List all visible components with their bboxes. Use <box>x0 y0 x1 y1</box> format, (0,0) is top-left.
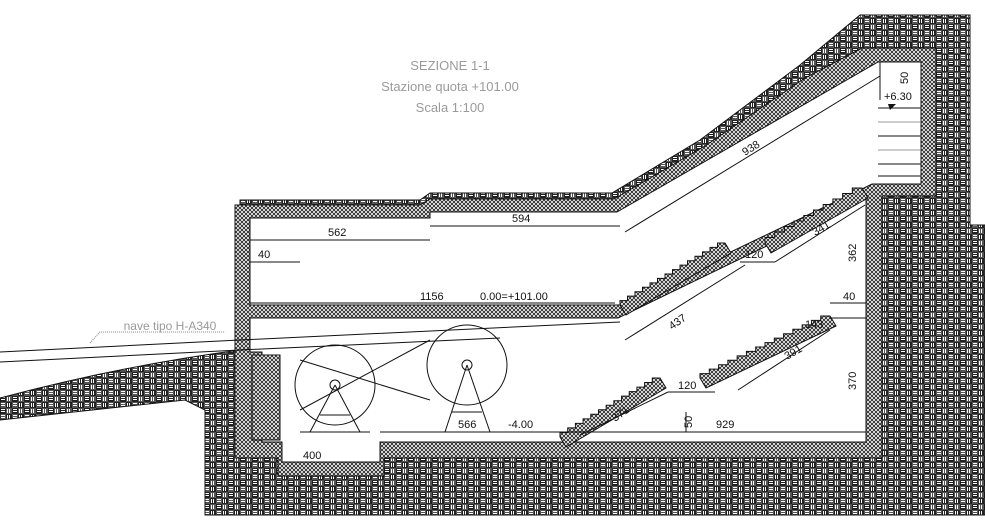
dim-40-slab: 40 <box>843 291 855 303</box>
dim-50: 50 <box>683 416 695 428</box>
stair-flight-lower-b <box>699 315 837 389</box>
machine-block <box>251 354 281 441</box>
dimension-labels: 562 594 938 40 120 341 362 1156 0.00=+10… <box>258 72 912 462</box>
dim-40-wall: 40 <box>258 249 270 261</box>
dim-120-upper: 120 <box>745 249 763 261</box>
shaft-stair <box>878 107 921 177</box>
dim-594: 594 <box>512 213 530 225</box>
dim-362: 362 <box>847 244 859 262</box>
wheel-left <box>294 344 376 426</box>
dim-562: 562 <box>328 227 346 239</box>
stair-flight-upper-b <box>764 187 869 254</box>
section-title: SEZIONE 1-1 <box>410 58 489 73</box>
scale: Scala 1:100 <box>416 100 485 115</box>
stairs <box>559 187 869 448</box>
dim-370: 370 <box>847 372 859 390</box>
pipe-label: nave tipo H-A340 <box>124 319 217 333</box>
dim-120-lower: 120 <box>678 380 696 392</box>
dim-566: 566 <box>458 419 476 431</box>
dimension-lines <box>250 62 881 436</box>
pulley-wheels <box>294 324 508 433</box>
level-marker-icon <box>888 104 896 110</box>
upper-gallery <box>249 61 922 306</box>
floor-level: -4.00 <box>508 419 533 431</box>
stair-flight-lower-a <box>559 377 667 448</box>
wheel-right <box>426 324 508 406</box>
dim-1156: 1156 <box>420 291 444 303</box>
stair-flight-upper-a <box>619 242 732 316</box>
station-level: Stazione quota +101.00 <box>381 79 519 94</box>
dim-929: 929 <box>716 419 734 431</box>
pipe-line <box>0 321 621 363</box>
dim-shaft-50: 50 <box>899 72 911 84</box>
shaft-level: +6.30 <box>884 91 912 103</box>
dim-400: 400 <box>303 450 321 462</box>
title-block: SEZIONE 1-1 Stazione quota +101.00 Scala… <box>381 58 519 115</box>
datum-level: 0.00=+101.00 <box>480 291 548 303</box>
dim-143: 143 <box>805 319 823 331</box>
